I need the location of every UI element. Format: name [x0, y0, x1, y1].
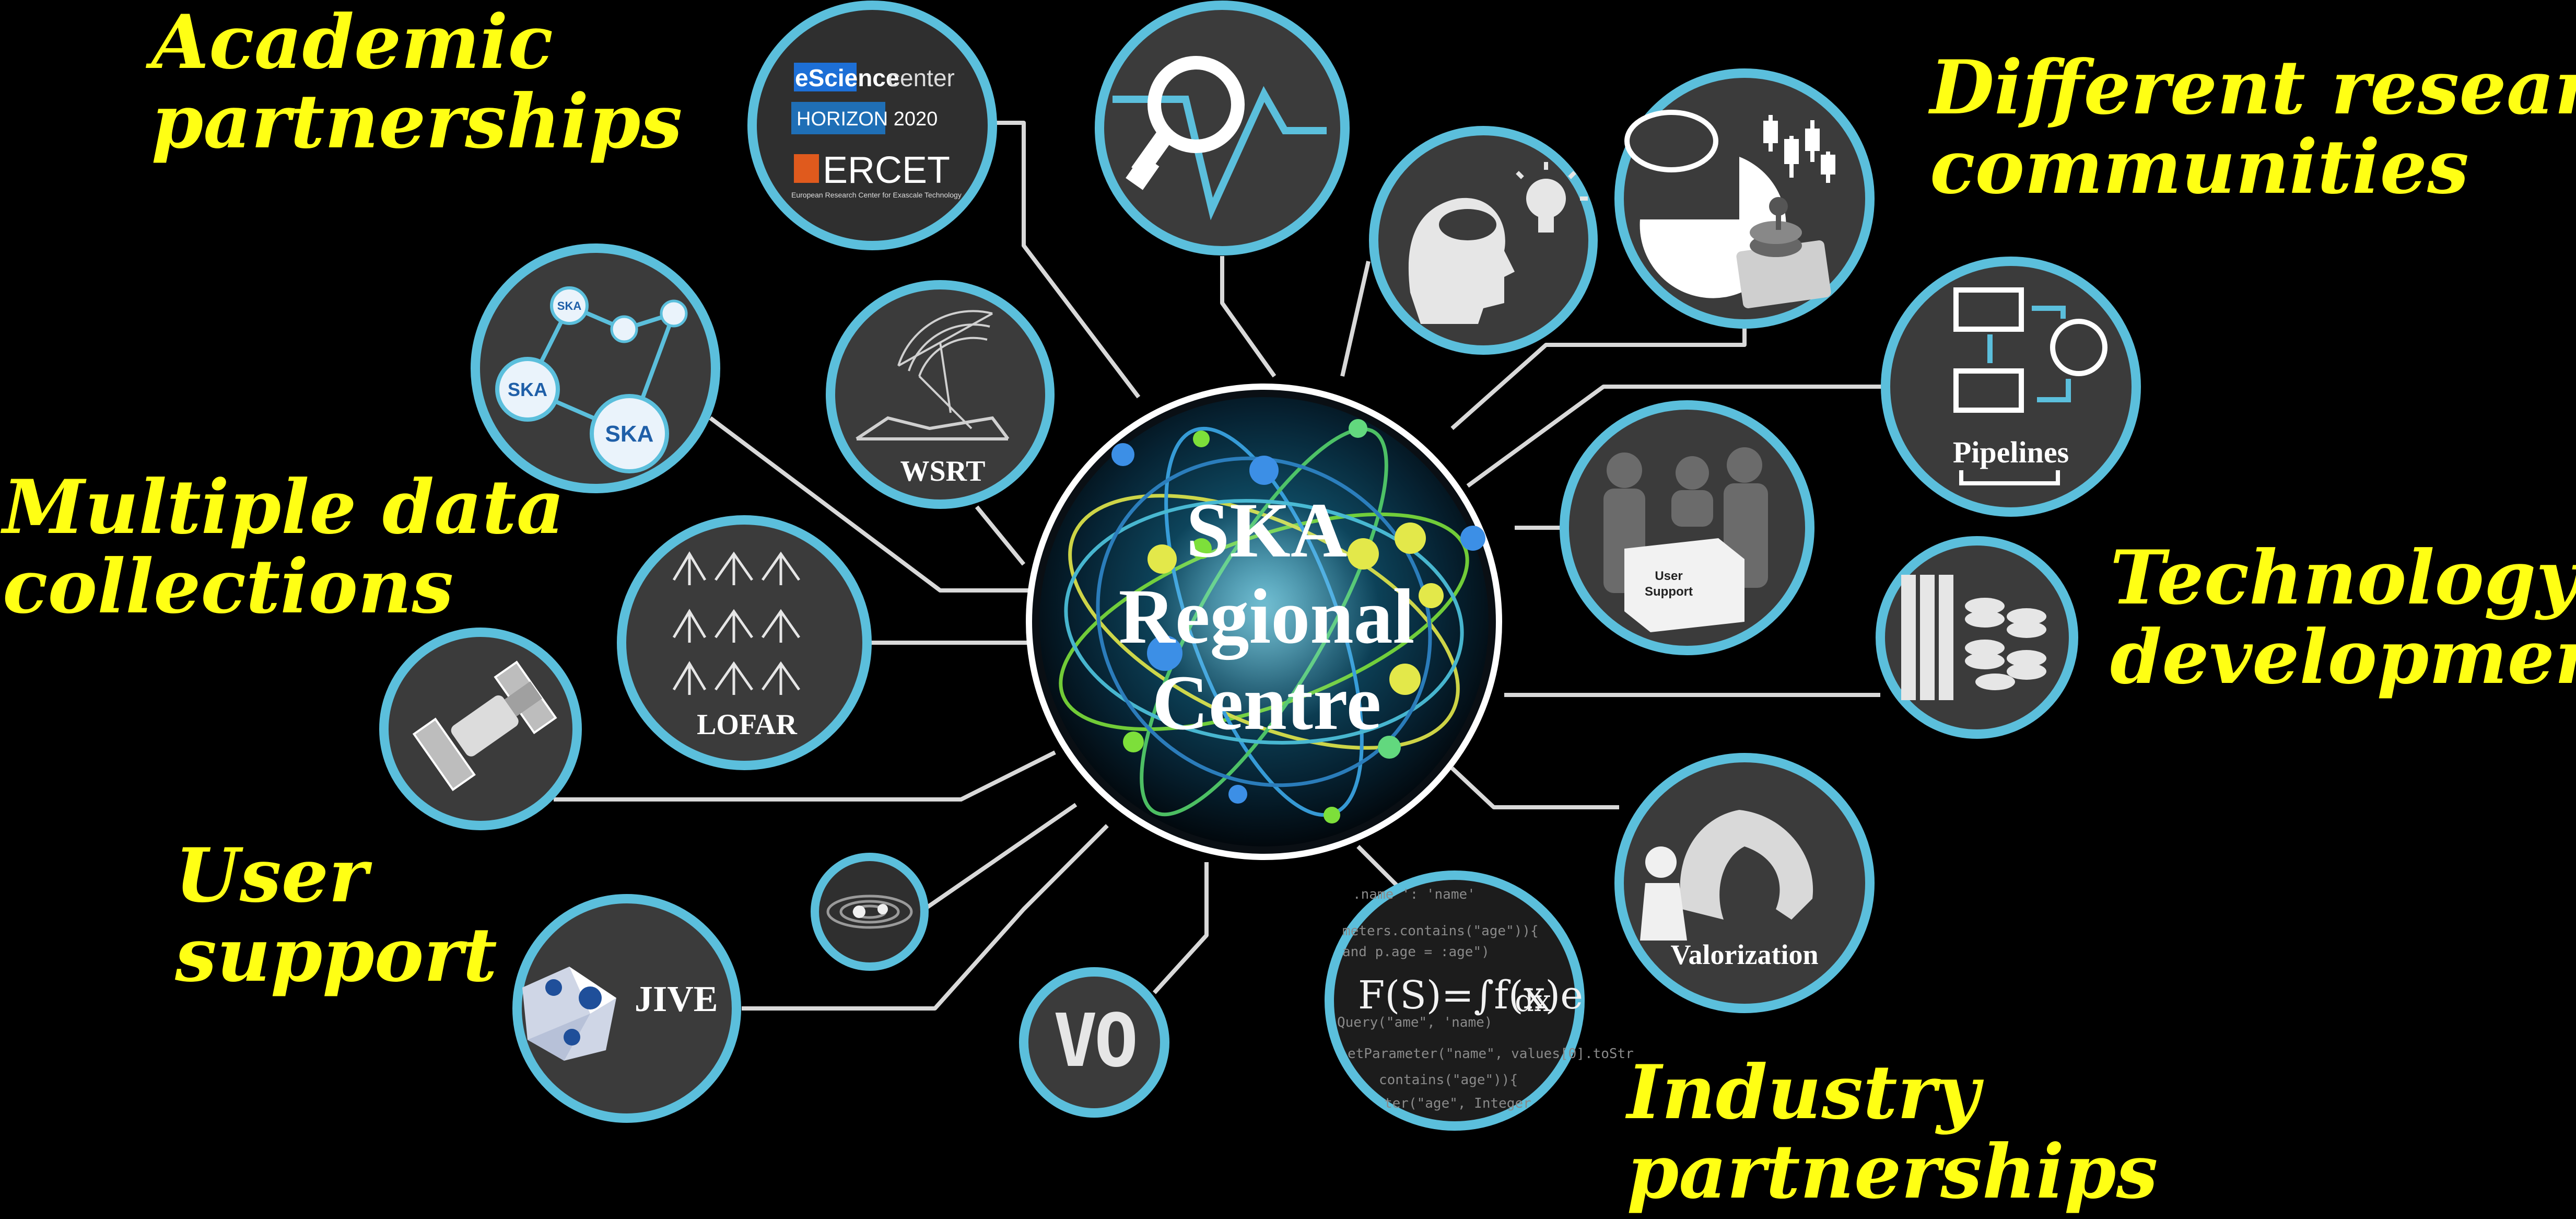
gravitational-wave-icon [826, 895, 913, 929]
escience-logo-text-1: eScience [795, 64, 899, 91]
node-jive: JIVE [512, 894, 741, 1123]
cloud-data-icon [1624, 110, 1835, 309]
node-thinking [1369, 126, 1598, 355]
code-line-7: ter("age", Integer [1384, 1096, 1531, 1111]
jive-label: JIVE [635, 979, 718, 1019]
connector-thinking [1340, 261, 1371, 377]
node-ska-network: SKA SKA SKA [471, 243, 720, 493]
category-technology-line1: Technology [2110, 535, 2576, 621]
category-industry-line1: Industry [1627, 1049, 1980, 1136]
ercet-logo-text: ERCET [823, 149, 950, 191]
horizon-logo-text: HORIZON 2020 [797, 108, 938, 130]
connector-academic [992, 121, 1141, 399]
vo-icon: VO [1053, 999, 1139, 1084]
category-technology-development: Technology development [2110, 538, 2576, 697]
code-line-2: meters.contains("age")){ [1342, 923, 1539, 939]
category-research-line1: Different research [1930, 44, 2576, 131]
code-line-6: contains("age")){ [1379, 1072, 1518, 1088]
category-technology-line2: development [2110, 614, 2576, 701]
code-line-1: .name ': 'name' [1353, 887, 1476, 902]
partner-logos-icon: eScience center HORIZON 2020 ERCET Europ… [791, 63, 962, 199]
code-line-5: etParameter("name", values[0].toStr [1348, 1046, 1634, 1062]
thinking-head-icon [1408, 162, 1588, 324]
connector-wsrt [975, 505, 1026, 566]
category-multiple-data-collections: Multiple data collections [3, 468, 565, 626]
node-signal-search [1095, 1, 1350, 256]
escience-logo-text-2: center [888, 64, 955, 91]
connector-ska [709, 416, 1045, 593]
category-academic-partnerships: Academic partnerships [151, 3, 682, 161]
vo-label: VO [1053, 999, 1135, 1084]
category-support-line1: User [175, 832, 368, 919]
support-box-text-1: User [1655, 569, 1682, 583]
category-academic-line1: Academic [151, 0, 553, 86]
node-gravitational-wave [811, 853, 929, 971]
connector-valorization [1450, 767, 1619, 809]
lofar-antenna-icon [672, 551, 801, 695]
category-research-line2: communities [1930, 124, 2469, 211]
ska-logo-text-1: SKA [508, 379, 547, 400]
center-title-line3: Centre [1152, 659, 1381, 746]
node-cloud-data [1614, 68, 1875, 329]
code-line-4: Query("ame", 'name) [1337, 1015, 1492, 1030]
category-support-line2: support [175, 912, 497, 999]
lofar-label: LOFAR [697, 709, 797, 741]
connector-signal [1220, 256, 1277, 378]
center-title-line2: Regional [1119, 573, 1415, 660]
node-valorization: Valorization [1614, 753, 1875, 1013]
radio-dish-icon [856, 310, 1010, 440]
code-line-3: and p.age = :age") [1342, 944, 1490, 960]
connector-pipelines [1466, 385, 1891, 488]
connector-gravity [923, 803, 1078, 911]
category-industry-partnerships: Industry partnerships [1627, 1053, 2158, 1212]
node-lofar: LOFAR [617, 515, 872, 770]
connector-cloud [1450, 319, 1747, 430]
connector-satellite [554, 750, 1056, 802]
connector-jive [742, 824, 1109, 1011]
math-formula: F(S)=∫f(x)e [1358, 973, 1583, 1018]
category-data-line1: Multiple data [3, 464, 565, 551]
pipelines-label: Pipelines [1953, 435, 2069, 469]
globe-nodes [1111, 419, 1485, 823]
ska-logo-text-3: SKA [557, 299, 582, 312]
category-academic-line2: partnerships [151, 78, 683, 165]
valorization-label: Valorization [1671, 939, 1819, 970]
math-code-icon: .name ': 'name' meters.contains("age")){… [1337, 887, 1634, 1111]
node-data-storage [1876, 536, 2078, 739]
node-partner-logos: eScience center HORIZON 2020 ERCET Europ… [747, 1, 997, 250]
category-industry-line2: partnerships [1627, 1129, 2158, 1215]
pipelines-flow-icon [1953, 287, 2107, 485]
magnifier-signal-icon [1113, 56, 1327, 220]
node-pipelines: Pipelines [1881, 257, 2141, 517]
jive-logo-icon [522, 967, 616, 1061]
node-satellite [379, 628, 582, 830]
ska-logo-text-2: SKA [605, 421, 654, 447]
node-wsrt: WSRT [826, 280, 1055, 509]
ska-network-icon: SKA SKA SKA [495, 286, 688, 473]
server-database-icon [1901, 575, 2046, 700]
user-support-people-icon: User Support [1603, 447, 1768, 632]
connector-vo [1153, 862, 1209, 994]
support-box-text-2: Support [1645, 585, 1693, 599]
node-math-code: .name ': 'name' meters.contains("age")){… [1325, 870, 1634, 1131]
category-data-line2: collections [3, 543, 454, 630]
category-user-support: User support [175, 836, 497, 995]
math-dx: dx [1515, 983, 1551, 1018]
valorization-sculpture-icon [1640, 810, 1813, 941]
wsrt-label: WSRT [900, 455, 986, 487]
connector-math [1356, 845, 1401, 890]
category-different-research-communities: Different research communities [1930, 48, 2576, 207]
node-user-support-team: User Support [1560, 400, 1814, 655]
ercet-logo-subtext: European Research Center for Exascale Te… [791, 191, 962, 199]
center-hub: SKA Regional Centre [1026, 384, 1502, 860]
node-vo: VO [1019, 967, 1169, 1118]
satellite-icon [412, 660, 557, 792]
center-title-line1: SKA [1186, 487, 1347, 574]
